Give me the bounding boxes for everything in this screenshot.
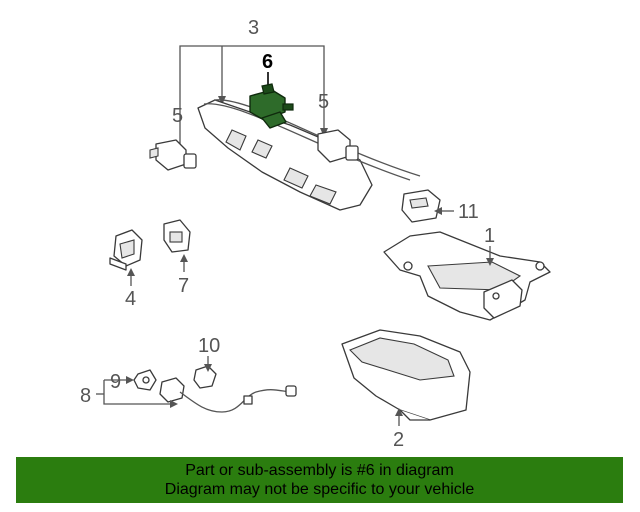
crossmember-bracket bbox=[197, 99, 421, 211]
callout-1-arrow bbox=[486, 246, 494, 266]
clip-part-10 bbox=[193, 365, 217, 389]
info-banner: Part or sub-assembly is #6 in diagram Di… bbox=[16, 457, 623, 503]
callout-5-left: 5 bbox=[172, 105, 183, 127]
callout-11-arrow bbox=[434, 207, 454, 215]
callout-2-arrow bbox=[395, 408, 403, 426]
sensor-part-5-right bbox=[317, 129, 359, 163]
callout-4-arrow bbox=[127, 268, 135, 286]
sensor-part-7 bbox=[163, 219, 191, 253]
callout-10-arrow bbox=[204, 356, 212, 372]
callout-7: 7 bbox=[178, 275, 189, 297]
callout-2: 2 bbox=[393, 429, 404, 451]
callout-8-bracket bbox=[96, 376, 178, 408]
banner-line-1: Part or sub-assembly is #6 in diagram bbox=[185, 462, 454, 479]
callout-6: 6 bbox=[262, 51, 273, 73]
callout-8: 8 bbox=[80, 385, 91, 407]
oxygen-sensor-part-8 bbox=[159, 377, 297, 413]
parts-diagram: 3 6 5 5 1 bbox=[80, 17, 551, 451]
callout-7-arrow bbox=[180, 254, 188, 272]
shield-part-2 bbox=[341, 329, 471, 421]
gasket-part-9 bbox=[133, 369, 157, 391]
callout-1: 1 bbox=[484, 225, 495, 247]
callout-9: 9 bbox=[110, 371, 121, 393]
bracket-part-4 bbox=[109, 229, 143, 271]
callout-4: 4 bbox=[125, 288, 136, 310]
callout-5-right: 5 bbox=[318, 91, 329, 113]
callout-3: 3 bbox=[248, 17, 259, 39]
highlighted-part-6 bbox=[249, 83, 294, 129]
sensor-part-5-left bbox=[149, 139, 197, 171]
callout-10: 10 bbox=[198, 335, 220, 357]
banner-line-2: Diagram may not be specific to your vehi… bbox=[164, 481, 475, 498]
solenoid-part-11 bbox=[401, 189, 441, 223]
callout-11: 11 bbox=[458, 201, 479, 223]
canister-part-1 bbox=[383, 231, 551, 321]
